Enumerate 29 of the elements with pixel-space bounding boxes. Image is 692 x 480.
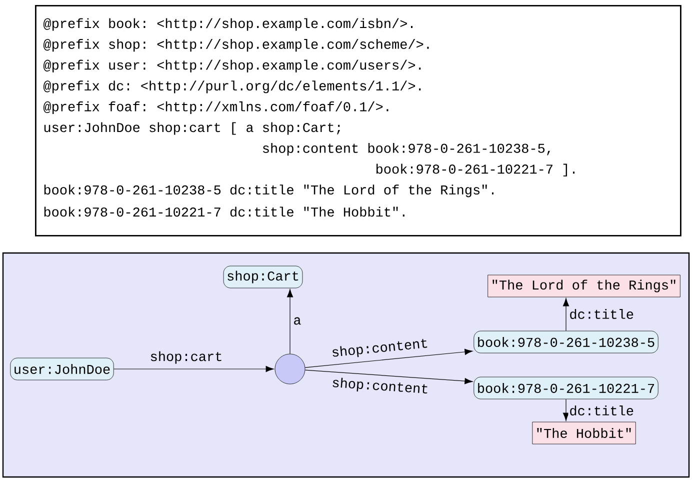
code-line: @prefix dc: <http://purl.org/dc/elements/1.1/>. bbox=[43, 80, 421, 94]
arrow bbox=[562, 398, 570, 421]
code-line: book:978-0-261-10221-7 dc:title "The Hobbit". bbox=[44, 206, 404, 217]
arrow bbox=[304, 348, 473, 368]
arrow bbox=[562, 298, 570, 332]
code-line: book:978-0-261-10238-5 dc:title "The Lord of the Rings". bbox=[44, 184, 494, 198]
blank-node-circle bbox=[274, 354, 306, 384]
arrow bbox=[304, 370, 473, 384]
arrow bbox=[286, 289, 294, 354]
code-line: @prefix book: <http://shop.example.com/isbn/>. bbox=[43, 18, 413, 31]
literal-box: "The Lord of the Rings" bbox=[488, 274, 680, 298]
edge-label: shop:content bbox=[330, 336, 430, 361]
resource-box: book:978-0-261-10238-5 bbox=[474, 330, 658, 354]
edge-label: shop:content bbox=[330, 376, 430, 398]
code-box bbox=[35, 5, 682, 236]
arrow bbox=[114, 366, 274, 372]
code-line: @prefix foaf: <http://xmlns.com/foaf/0.1/>. bbox=[43, 101, 388, 114]
edge-label: dc:title bbox=[568, 308, 636, 320]
resource-box: book:978-0-261-10221-7 bbox=[474, 376, 658, 400]
code-line: @prefix user: <http://shop.example.com/users/>. bbox=[43, 60, 421, 72]
code-line: book:978-0-261-10221-7 ]. bbox=[376, 164, 575, 176]
edge-label: shop:cart bbox=[148, 350, 224, 365]
resource-box: shop:Cart bbox=[223, 266, 303, 288]
edge-label: dc:title bbox=[568, 404, 636, 416]
literal-box: "The Hobbit" bbox=[532, 422, 636, 444]
code-line: shop:content book:978-0-261-10238-5, bbox=[263, 143, 550, 156]
code-line: user:JohnDoe shop:cart [ a shop:Cart; bbox=[44, 122, 340, 135]
code-line: @prefix shop: <http://shop.example.com/scheme/>. bbox=[43, 39, 429, 52]
resource-box: user:JohnDoe bbox=[10, 358, 114, 380]
